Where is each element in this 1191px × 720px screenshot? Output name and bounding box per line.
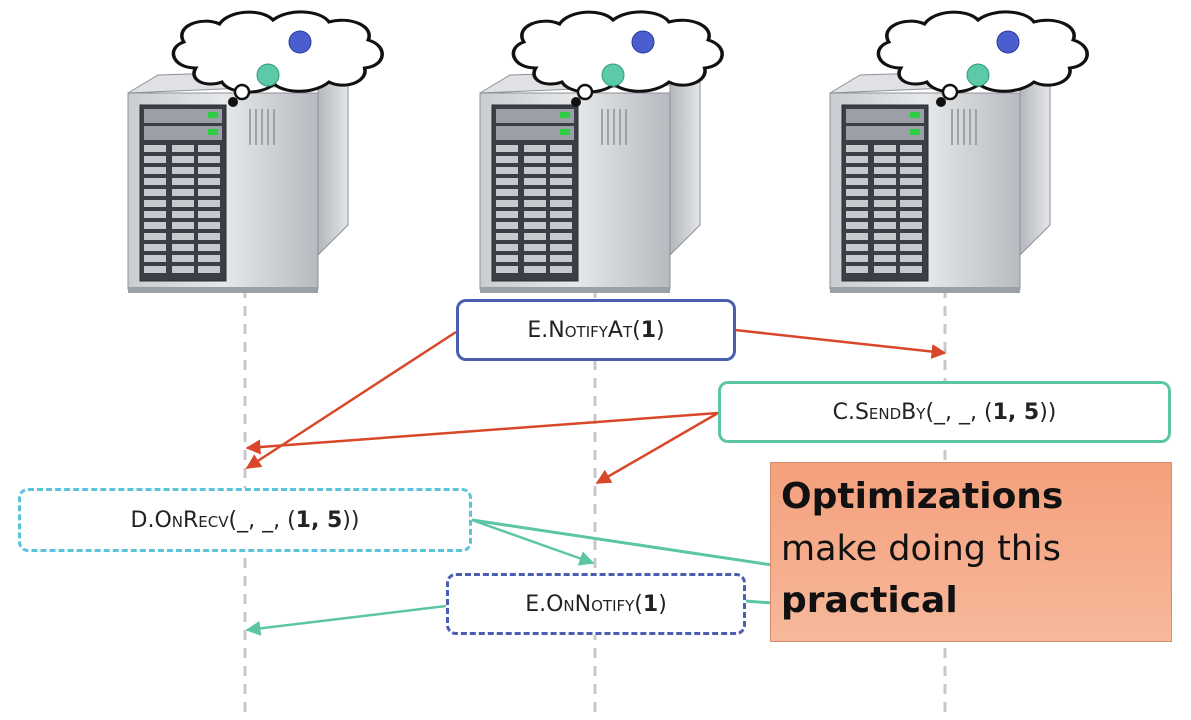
arrow-sendby-to-middle <box>595 411 719 485</box>
box-send-by-prefix: C. <box>832 399 855 425</box>
box-notify-at-open: ( <box>632 317 641 343</box>
arrow-sendby-to-left <box>245 411 719 455</box>
box-send-by-close: )) <box>1039 399 1057 425</box>
connector-callout-onnotify <box>744 599 773 605</box>
box-notify-at-arg: 1 <box>640 317 657 343</box>
thought-dots-middle <box>571 30 655 107</box>
arrow-notifyat-to-right <box>734 328 947 359</box>
box-on-recv-open: (_, _, ( <box>228 507 296 533</box>
box-on-recv-prefix: D. <box>130 507 155 533</box>
callout-line-3: practical <box>781 580 958 621</box>
box-on-notify-arg: 1 <box>642 591 659 617</box>
box-notify-at-prefix: E. <box>527 317 549 343</box>
thought-dots-right <box>936 30 1020 107</box>
box-on-notify-open: ( <box>634 591 643 617</box>
arrow-notifyat-to-left <box>245 330 457 470</box>
server-left <box>127 68 349 294</box>
box-notify-at-method: NotifyAt <box>548 317 633 343</box>
optimizations-callout: Optimizations make doing this practical <box>770 462 1172 642</box>
box-on-recv-close: )) <box>342 507 360 533</box>
box-on-recv-arg: 1, 5 <box>295 507 343 533</box>
box-on-recv-method: OnRecv <box>154 507 229 533</box>
box-on-notify: E.OnNotify(1) <box>446 573 746 635</box>
box-on-notify-prefix: E. <box>525 591 547 617</box>
box-on-notify-method: OnNotify <box>546 591 635 617</box>
box-send-by-arg: 1, 5 <box>992 399 1040 425</box>
box-on-notify-close: ) <box>658 591 667 617</box>
server-middle <box>479 68 701 294</box>
box-on-recv: D.OnRecv(_, _, (1, 5)) <box>18 488 472 552</box>
connector-callout-onrecv <box>471 518 773 567</box>
arrow-onrecv-to-middle <box>471 518 595 566</box>
box-send-by: C.SendBy(_, _, (1, 5)) <box>718 381 1171 443</box>
arrow-onnotify-to-left <box>245 604 447 636</box>
box-notify-at-close: ) <box>656 317 665 343</box>
box-send-by-method: SendBy <box>854 399 926 425</box>
callout-line-1: Optimizations <box>781 476 1064 517</box>
thought-dots-left <box>228 30 312 107</box>
callout-line-2: make doing this <box>781 529 1061 569</box>
box-notify-at: E.NotifyAt(1) <box>456 299 736 361</box>
box-send-by-open: (_, _, ( <box>925 399 993 425</box>
